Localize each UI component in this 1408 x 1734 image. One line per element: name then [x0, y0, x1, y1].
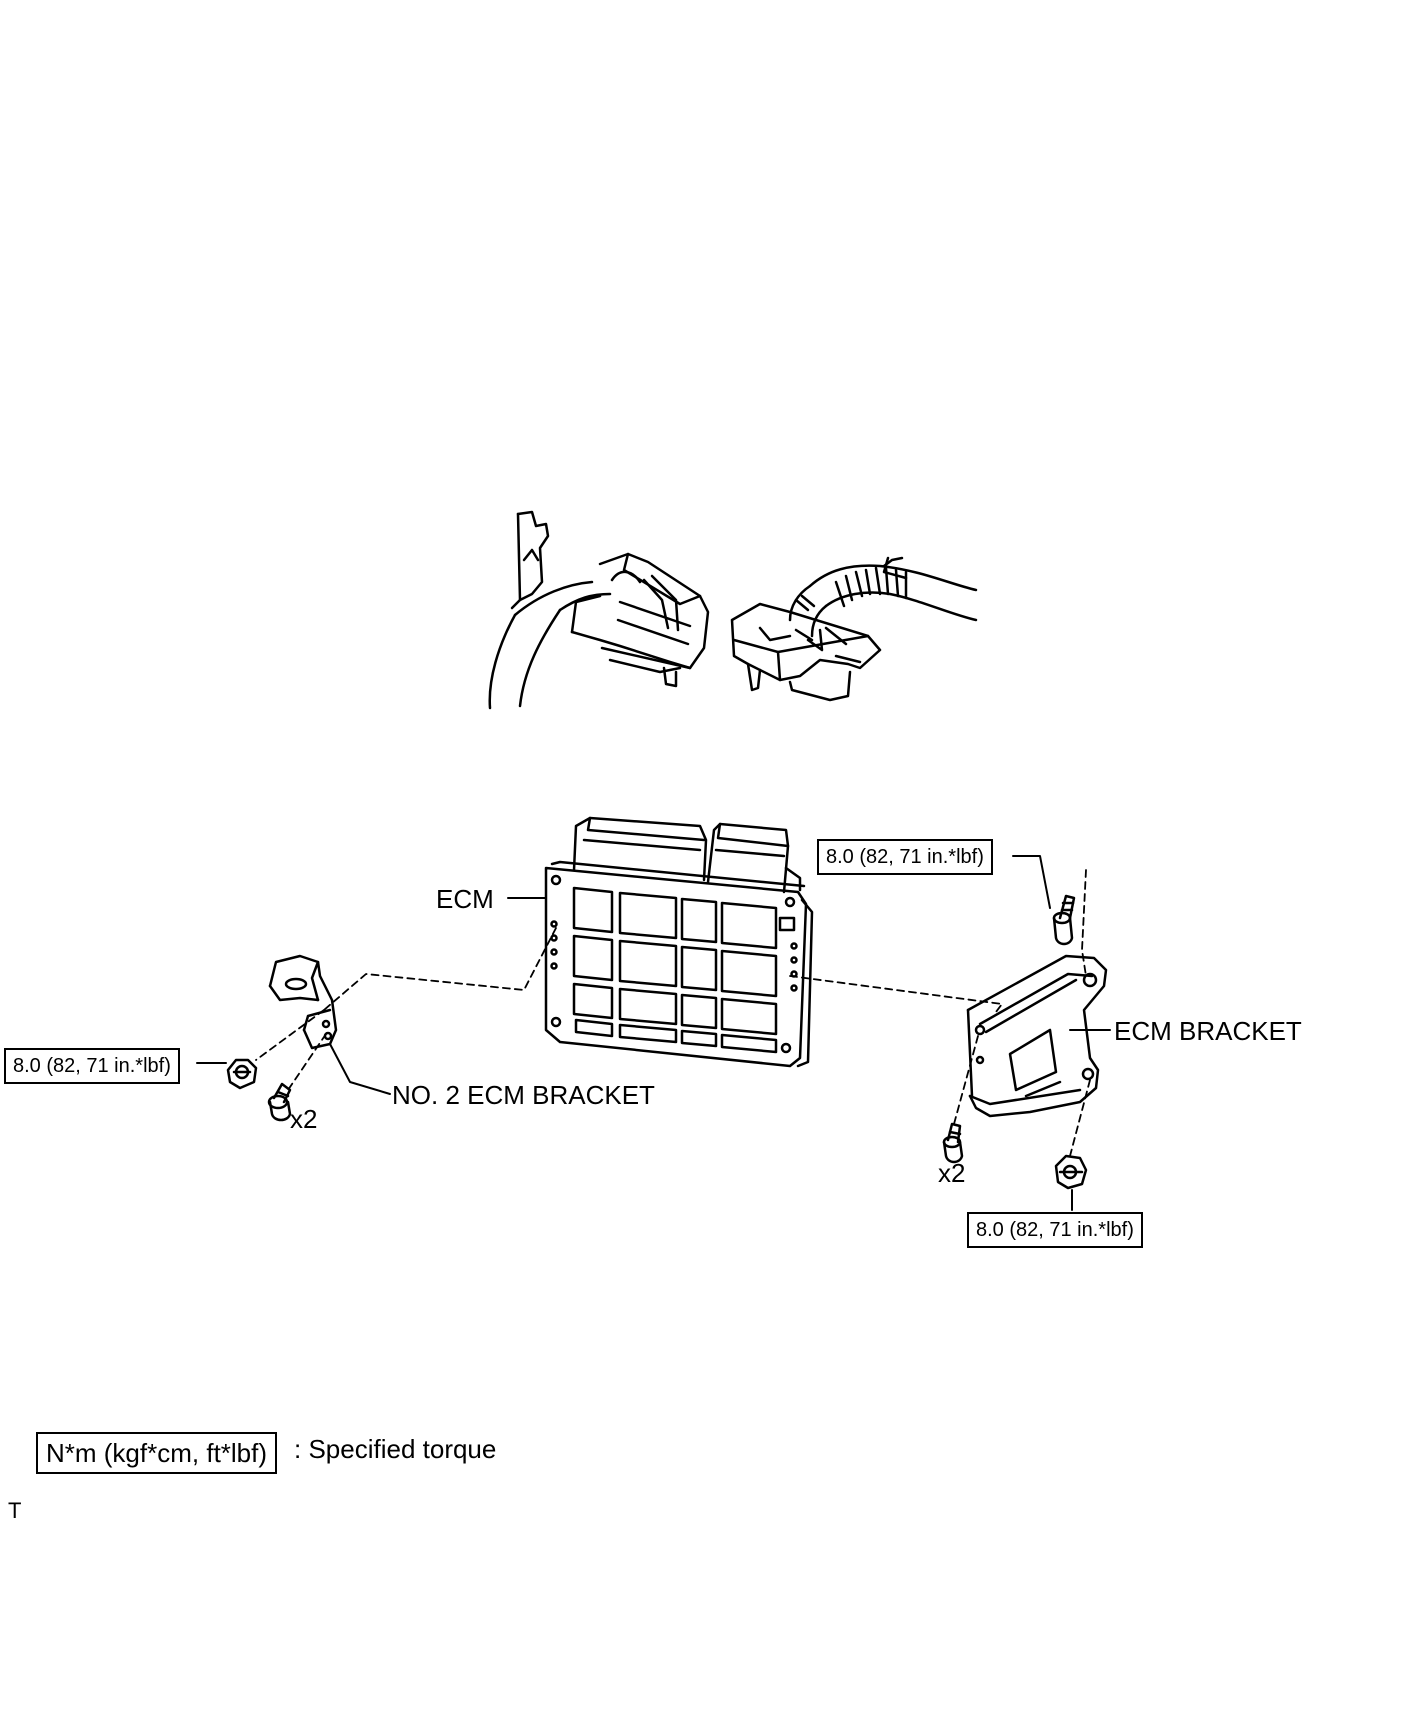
left-harness-connector	[488, 510, 710, 710]
ecm-unit	[544, 816, 814, 1068]
leader-lines	[196, 855, 1111, 1211]
legend-description: : Specified torque	[294, 1434, 497, 1464]
nut-left	[226, 1058, 258, 1090]
bolt-right-lower	[942, 1122, 964, 1164]
bolt-top-right	[1052, 894, 1076, 946]
torque-unit-legend: N*m (kgf*cm, ft*lbf)	[36, 1432, 278, 1474]
quantity-label-right: x2	[938, 1158, 966, 1188]
no2-ecm-bracket	[268, 954, 338, 1050]
torque-spec-top-right: 8.0 (82, 71 in.*lbf)	[817, 839, 993, 875]
ecm-label: ECM	[436, 884, 494, 914]
ecm-bracket-label: ECM BRACKET	[1114, 1016, 1302, 1046]
bolt-left	[267, 1082, 292, 1122]
ecm-cooling-pockets	[572, 886, 778, 1054]
right-harness-connector	[730, 556, 978, 702]
torque-spec-bottom-right: 8.0 (82, 71 in.*lbf)	[967, 1212, 1143, 1248]
footer-code: T	[8, 1498, 22, 1523]
nut-right-lower	[1054, 1154, 1088, 1190]
no2-ecm-bracket-label: NO. 2 ECM BRACKET	[392, 1080, 655, 1110]
alignment-lines	[255, 869, 1091, 1157]
quantity-label-left: x2	[290, 1104, 318, 1134]
torque-spec-left: 8.0 (82, 71 in.*lbf)	[4, 1048, 180, 1084]
ecm-bracket	[966, 954, 1108, 1118]
